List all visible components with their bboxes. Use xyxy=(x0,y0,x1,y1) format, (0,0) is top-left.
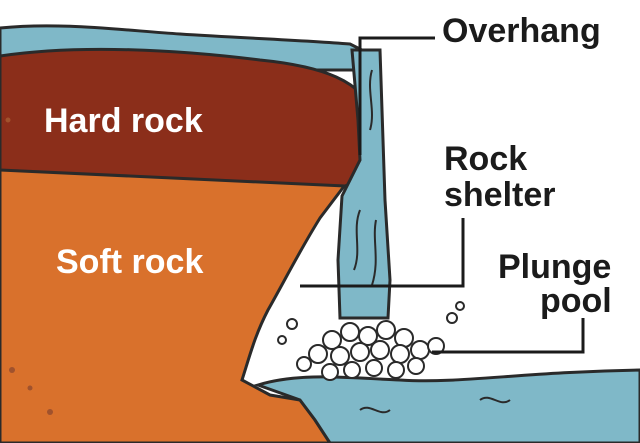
plunge-pool-label-line1: Plunge xyxy=(498,248,612,286)
leader-line-rock-shelter xyxy=(300,218,465,288)
plunge-pool-label-line2: pool xyxy=(540,282,612,320)
rock-shelter-label-line1: Rock xyxy=(444,140,528,178)
overhang-label: Overhang xyxy=(442,12,601,50)
waterfall-ripple xyxy=(353,69,377,286)
soft-rock-layer xyxy=(0,166,348,443)
hard-rock-label: Hard rock xyxy=(44,102,203,140)
leader-line-overhang xyxy=(358,36,435,155)
pool-ripples xyxy=(359,396,511,414)
leader-line-plunge-pool xyxy=(432,318,585,354)
rock-shelter-label-line2: shelter xyxy=(444,176,556,214)
plunge-pool-water xyxy=(253,368,640,443)
splash-bubbles xyxy=(277,301,465,381)
rock-texture xyxy=(5,117,53,415)
soft-rock-label: Soft rock xyxy=(56,243,204,281)
